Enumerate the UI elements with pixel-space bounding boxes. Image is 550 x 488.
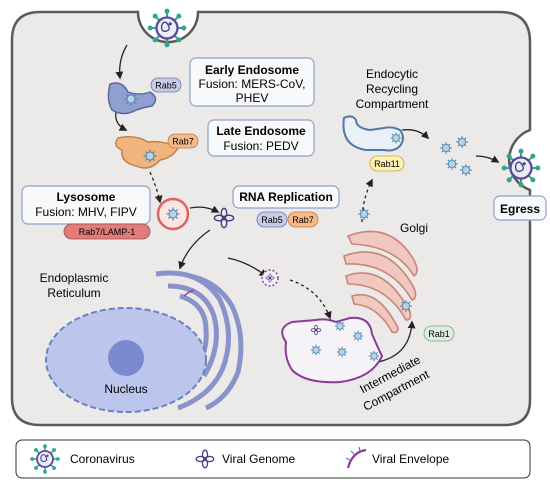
rna-replication-box [232,185,340,209]
lysosome-line1: Fusion: MHV, FIPV [35,205,137,219]
endocytic-line1: Endocytic [366,67,418,81]
tag-rab11-label: Rab11 [374,159,400,169]
legend-coronavirus-icon [29,443,61,475]
er-line1: Endoplasmic [40,271,109,285]
tag-rab7-rna [287,211,319,228]
golgi-shape [343,230,418,334]
early-endosome-title: Early Endosome [205,63,299,77]
nucleus-shape [45,307,207,413]
tag-rab7-rna-label: Rab7 [292,215,314,225]
er-line2: Reticulum [47,286,100,300]
tag-rab7-late [167,133,199,149]
egress-box [493,195,547,221]
tag-rab5-early [150,77,182,93]
tag-rab7-lamp1-label: Rab7/LAMP-1 [79,227,136,237]
endocytic-line2: Recycling [366,82,418,96]
nucleus-label: Nucleus [104,382,147,396]
late-endosome-title: Late Endosome [216,124,306,138]
lysosome-title: Lysosome [57,190,116,204]
late-endosome-line1: Fusion: PEDV [223,139,298,153]
early-endosome-box [189,57,315,107]
tag-rab7-late-label: Rab7 [172,137,194,147]
tag-rab11 [369,155,405,172]
endocytic-line3: Compartment [356,97,429,111]
late-endosome-box [207,119,315,157]
tag-rab5-early-label: Rab5 [155,81,177,91]
rna-replication-title: RNA Replication [239,190,333,204]
legend-viral-envelope-icon [345,446,367,469]
egress-virus-icon [500,147,542,189]
entering-virus-icon [146,7,188,49]
golgi-label: Golgi [400,221,428,235]
legend-coronavirus-label: Coronavirus [70,452,135,466]
legend-viral-genome-label: Viral Genome [222,452,295,466]
tag-rab7-lamp1 [63,223,151,240]
lysosome-shape [156,197,190,231]
legend-box [15,439,531,479]
legend-viral-envelope-label: Viral Envelope [372,452,449,466]
egress-label: Egress [500,202,540,216]
tag-rab1-label: Rab1 [428,329,450,339]
tag-rab1 [423,325,455,342]
recycling-compartment-shape [342,115,404,152]
intermediate-compartment-shape [281,316,384,384]
early-endosome-line1: Fusion: MERS-CoV, [199,77,306,91]
tag-rab5-rna-label: Rab5 [261,215,283,225]
early-endosome-line2: PHEV [236,91,269,105]
tag-rab5-rna [256,211,288,228]
